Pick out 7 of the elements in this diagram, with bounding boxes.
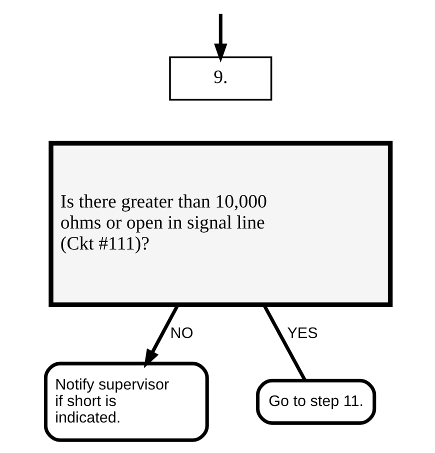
node-box: Go to step 11. xyxy=(256,378,376,425)
arrow xyxy=(214,14,227,63)
node-box: 9. xyxy=(168,56,272,101)
node-box: Notify supervisor if short is indicated. xyxy=(43,362,208,442)
edge-label: YES xyxy=(286,325,318,342)
edge-label: NO xyxy=(170,325,193,342)
node-box: Is there greater than 10,000 ohms or open in signal line (Ckt #111)? xyxy=(48,140,392,308)
